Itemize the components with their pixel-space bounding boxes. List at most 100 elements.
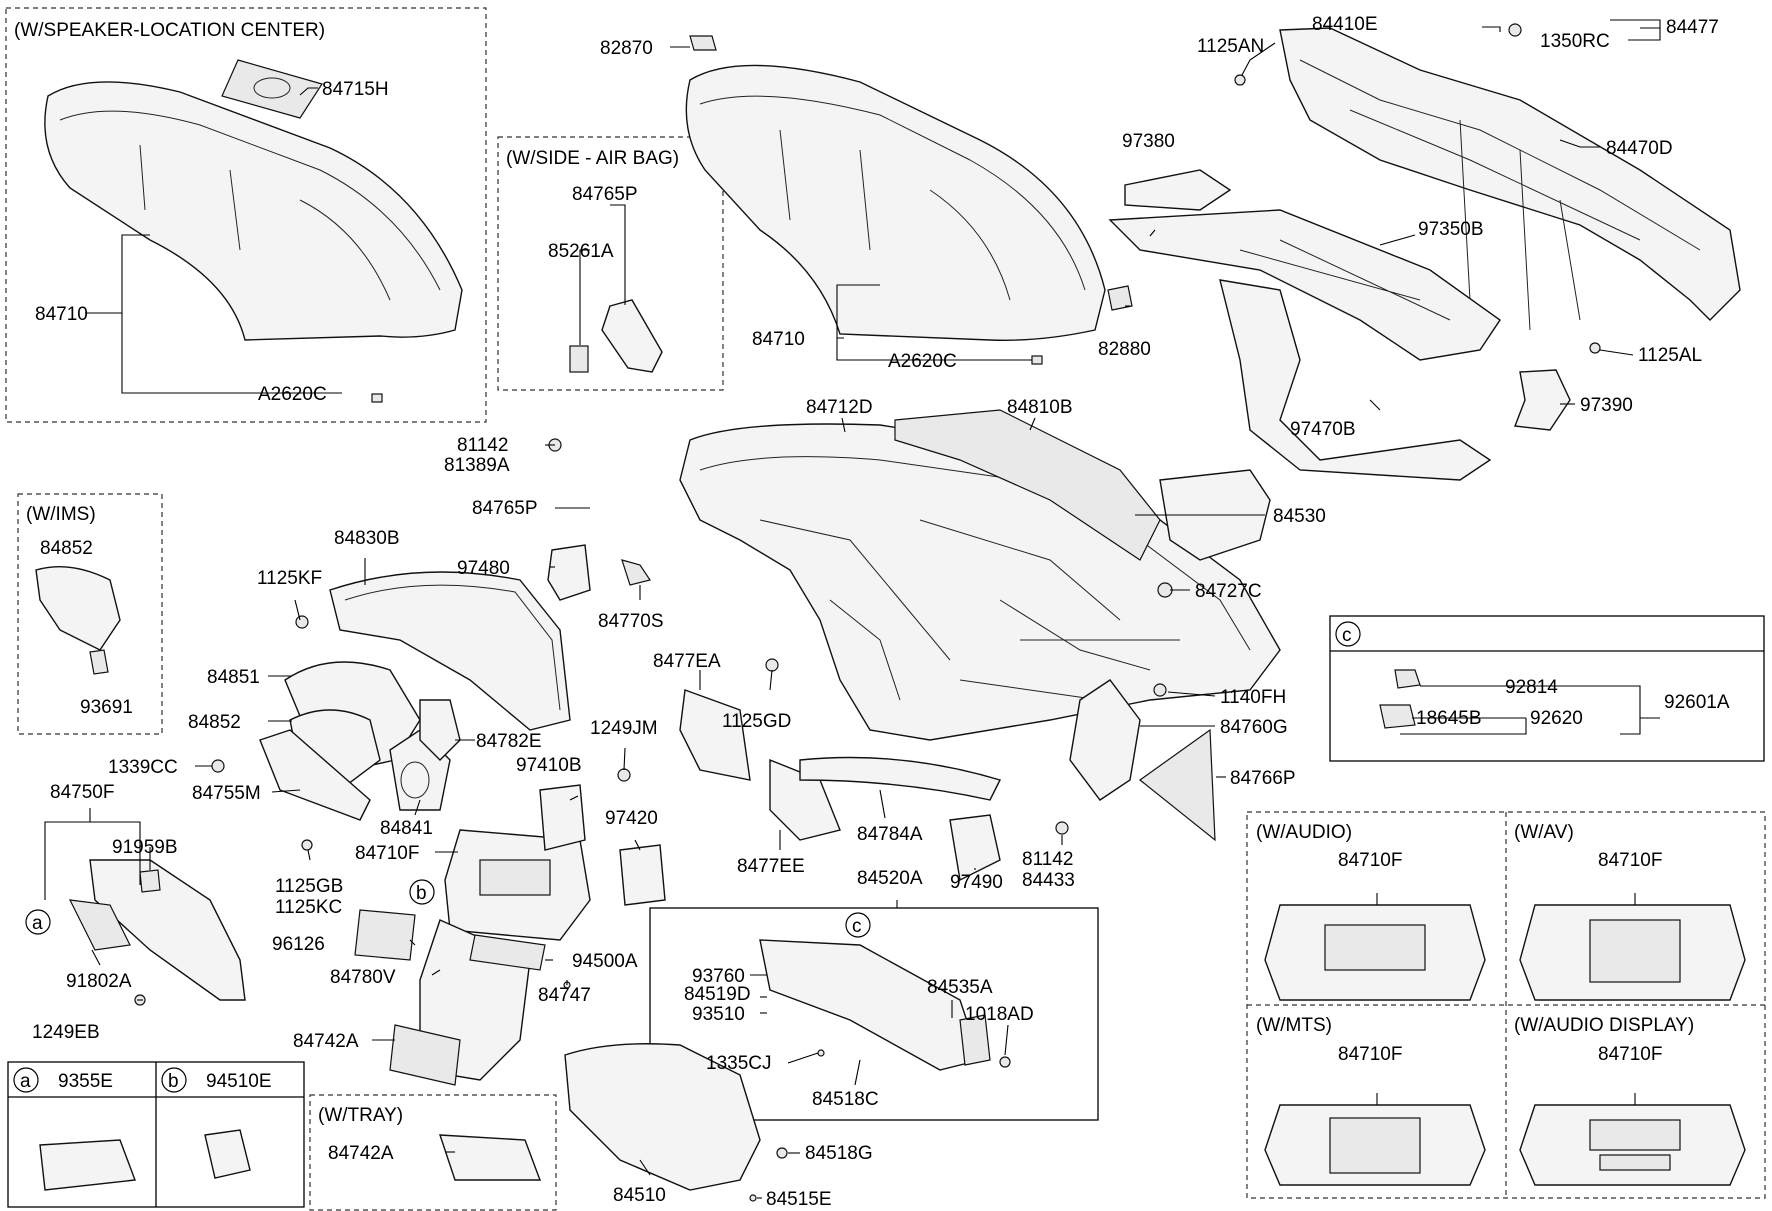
duct-97390: [1514, 369, 1571, 431]
label-84510: 84510: [613, 1185, 666, 1206]
label-84433: 84433: [1022, 870, 1075, 891]
vent-97490: [949, 814, 1001, 882]
label-1018ad: 1018AD: [965, 1004, 1034, 1025]
label-18645b: 18645B: [1416, 708, 1482, 729]
ims-box: [17, 493, 163, 735]
label-84742a: 84742A: [293, 1031, 359, 1052]
box-title-ims: (W/IMS): [26, 504, 96, 525]
label-92814: 92814: [1505, 677, 1558, 698]
bracket-84782e: [419, 699, 461, 761]
clip-84727c: [1157, 582, 1173, 598]
clip-82880: [1107, 285, 1133, 311]
label-82880: 82880: [1098, 339, 1151, 360]
label-84766p: 84766P: [1230, 768, 1296, 789]
label-84712d: 84712D: [806, 397, 873, 418]
label-82870: 82870: [600, 38, 653, 59]
bracket-8477ea: [679, 689, 751, 781]
label-93691: 93691: [80, 697, 133, 718]
label-85261a: [569, 345, 589, 373]
part-illustrations: [35, 23, 1746, 1202]
label-92601a: 92601A: [1664, 692, 1730, 713]
crash-pad-left: [44, 81, 463, 341]
callout-c: c: [852, 916, 862, 937]
label-92620: 92620: [1530, 708, 1583, 729]
label-84755m: 84755M: [192, 783, 261, 804]
label-81142-a: 81142: [457, 435, 508, 456]
cover-91802a: [68, 899, 131, 951]
defroster-duct-97380: [1124, 169, 1232, 211]
box-title-audio-display: (W/AUDIO DISPLAY): [1514, 1015, 1694, 1036]
clip-84518g: [776, 1147, 788, 1159]
label-84852: 84852: [188, 712, 241, 733]
box-title-side-airbag: (W/SIDE - AIR BAG): [506, 148, 679, 169]
label-84710f-display: 84710F: [1598, 1044, 1662, 1065]
label-84518c: 84518C: [812, 1089, 879, 1110]
label-84760g: 84760G: [1220, 717, 1288, 738]
main-duct-97350b: [1108, 209, 1501, 361]
side-airbag-trim: [601, 299, 663, 373]
screw-1335cj: [817, 1049, 825, 1057]
callout-markers: a b c c a b: [13, 621, 1361, 1093]
label-1125al: 1125AL: [1638, 345, 1702, 366]
main-instrument-panel: [679, 423, 1281, 741]
pin-84515e: [749, 1194, 757, 1202]
damper-84535a: [959, 1014, 991, 1066]
label-1339cc: 1339CC: [108, 757, 178, 778]
label-97410b: 97410B: [516, 755, 582, 776]
label-84515e: 84515E: [766, 1189, 832, 1210]
callout-c-marker: [845, 912, 871, 938]
label-93760: 93760: [692, 966, 745, 987]
label-1335cj: 1335CJ: [706, 1053, 772, 1074]
callout-a-marker: [25, 909, 51, 935]
leader-lines: [44, 19, 1661, 1199]
label-84784a: 84784A: [857, 824, 923, 845]
head-unit-mts: [1264, 1104, 1486, 1186]
label-84518g: 84518G: [805, 1143, 873, 1164]
clip-a2620c-top: [1031, 355, 1043, 365]
label-84710f-av: 84710F: [1598, 850, 1662, 871]
callout-b: b: [416, 883, 427, 904]
label-84727c: 84727C: [1195, 581, 1262, 602]
label-1350rc: 1350RC: [1540, 31, 1610, 52]
label-97350b: 97350B: [1418, 219, 1484, 240]
screw-1249jm: [617, 768, 631, 782]
label-84765p-box: 84765P: [572, 184, 638, 205]
label-91802a: 91802A: [66, 971, 132, 992]
glove-box-84510: [564, 1043, 761, 1191]
label-1125kf: 1125KF: [257, 568, 322, 589]
nut-1339cc: [211, 759, 225, 773]
trim-84770s: [621, 559, 651, 586]
trim-84742a: [389, 1024, 461, 1086]
label-91959b: 91959B: [112, 837, 178, 858]
side-cover-84766p: [1139, 728, 1216, 842]
label-84530: 84530: [1273, 506, 1326, 527]
glove-box-housing-84520a: [759, 939, 981, 1071]
trim-84784a: [799, 756, 1001, 801]
box-titles: (W/SPEAKER-LOCATION CENTER) (W/SIDE - AI…: [14, 20, 1694, 1126]
callout-c-box-marker: [1335, 621, 1361, 647]
label-8477ea: 8477EA: [653, 651, 721, 672]
glove-box-group-box: [649, 907, 1099, 1121]
label-84710f: 84710F: [355, 843, 419, 864]
head-unit-audio: [1264, 904, 1486, 1001]
head-unit-audio-display: [1519, 1104, 1746, 1186]
label-84470d: 84470D: [1606, 138, 1673, 159]
duct-97470b: [1219, 279, 1492, 481]
label-84742a-tray: 84742A: [328, 1143, 394, 1164]
pad-91959b: [139, 869, 161, 893]
legend-a-marker: [13, 1067, 39, 1093]
box-title-audio: (W/AUDIO): [1256, 822, 1352, 843]
side-bracket-84760g: [1069, 679, 1141, 801]
box-title-av: (W/AV): [1514, 822, 1574, 843]
label-97470b: 97470B: [1290, 419, 1356, 440]
label-a2620c-left: A2620C: [258, 384, 327, 405]
crash-pad-top: [685, 64, 1106, 341]
label-84841: 84841: [380, 818, 433, 839]
label-84710-left: 84710: [35, 304, 88, 325]
legend-b-part: 94510E: [206, 1071, 272, 1092]
tray-84742a: [439, 1134, 542, 1181]
label-1125an: 1125AN: [1197, 36, 1264, 57]
cluster-hood-84830b: [329, 571, 571, 731]
label-84782e: 84782E: [476, 731, 542, 752]
label-93510: 93510: [692, 1004, 745, 1025]
